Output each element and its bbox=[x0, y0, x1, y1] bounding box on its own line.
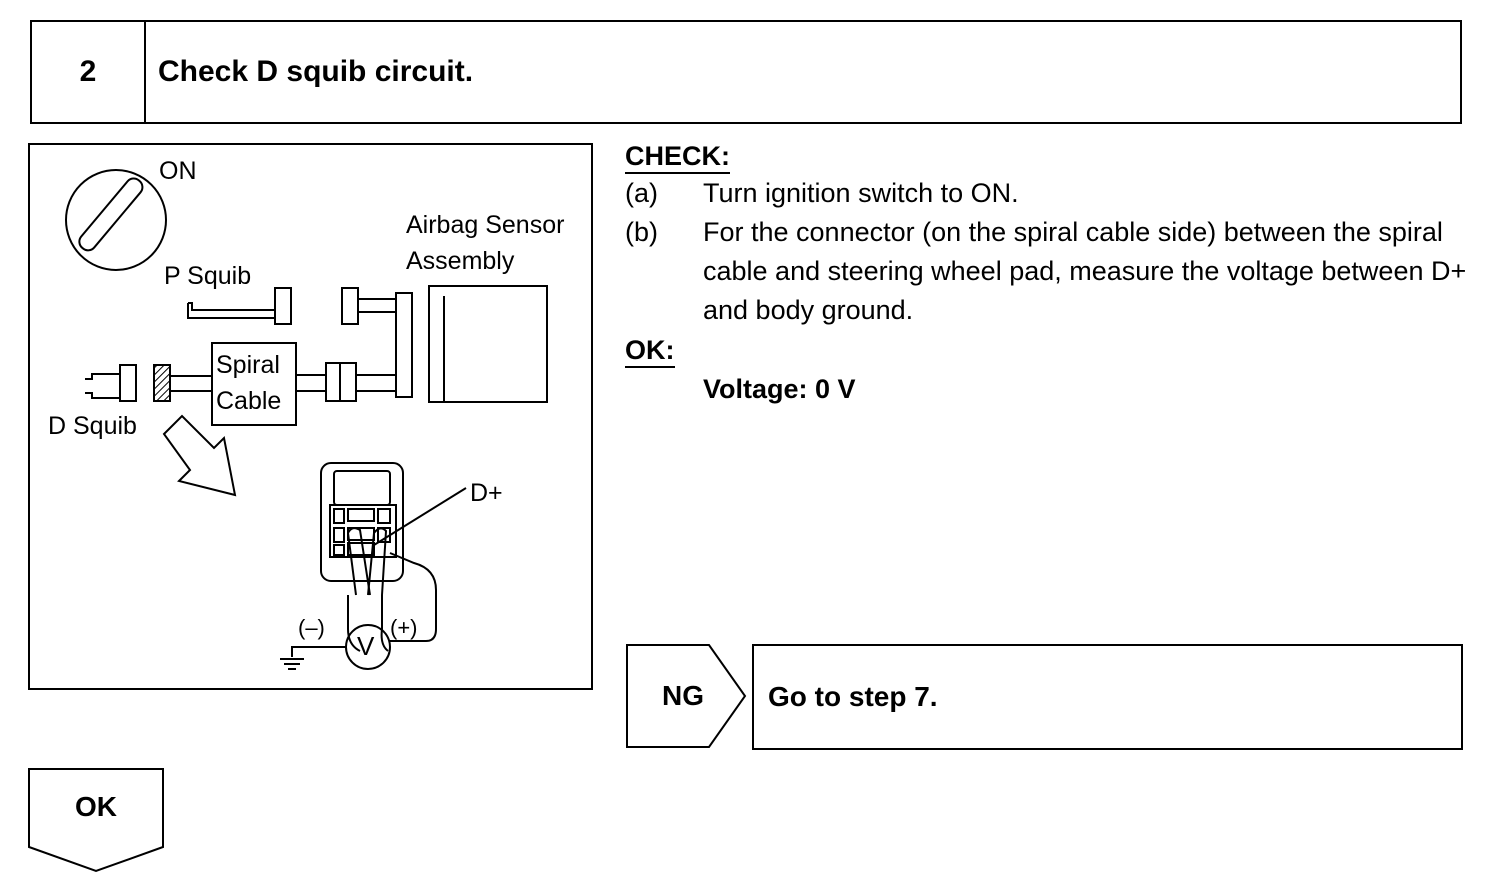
ng-action-text: Go to step 7. bbox=[768, 681, 938, 712]
p-squib-connector-icon bbox=[187, 287, 292, 325]
ok-spec-heading: OK: bbox=[625, 334, 675, 368]
direction-arrow-icon bbox=[162, 414, 237, 497]
p-squib-label: P Squib bbox=[164, 262, 252, 290]
spiral-cable-label-line1: Spiral bbox=[216, 351, 280, 379]
check-item-a: (a) Turn ignition switch to ON. bbox=[625, 174, 1485, 213]
plus-label: (+) bbox=[390, 615, 418, 640]
check-item-letter: (b) bbox=[625, 217, 658, 247]
d-plus-label: D+ bbox=[470, 479, 503, 507]
on-label: ON bbox=[159, 157, 197, 185]
ng-action-box: Go to step 7. bbox=[752, 644, 1463, 750]
ok-result-label: OK bbox=[75, 791, 117, 822]
circuit-drawing bbox=[65, 169, 548, 670]
check-heading: CHECK: bbox=[625, 140, 730, 174]
airbag-sensor-label-line1: Airbag Sensor bbox=[406, 211, 565, 239]
voltmeter-icon bbox=[280, 552, 437, 670]
voltmeter-label: V bbox=[357, 631, 375, 661]
spiral-cable-box-icon bbox=[211, 342, 297, 426]
minus-label: (–) bbox=[298, 615, 325, 640]
step-number: 2 bbox=[32, 22, 146, 122]
ok-spec-value: Voltage: 0 V bbox=[703, 374, 856, 404]
check-section: CHECK: (a) Turn ignition switch to ON. (… bbox=[625, 140, 1485, 409]
spiral-cable-label-line2: Cable bbox=[216, 387, 282, 415]
check-item-b: (b) For the connector (on the spiral cab… bbox=[625, 213, 1485, 330]
ignition-switch-icon bbox=[65, 169, 167, 271]
ok-arrow-shape bbox=[27, 767, 167, 880]
airbag-sensor-assembly-icon bbox=[428, 285, 548, 403]
step-title: Check D squib circuit. bbox=[158, 55, 474, 88]
airbag-sensor-label-line2: Assembly bbox=[406, 247, 515, 275]
step-header: 2 Check D squib circuit. bbox=[30, 20, 1462, 124]
ng-label: NG bbox=[662, 680, 704, 711]
check-item-text: Turn ignition switch to ON. bbox=[703, 178, 1019, 208]
check-item-text: For the connector (on the spiral cable s… bbox=[703, 217, 1467, 325]
circuit-diagram: ON Airbag Sensor Assembly P Squib Spiral… bbox=[28, 143, 593, 690]
check-item-letter: (a) bbox=[625, 178, 658, 208]
connector-closeup-icon bbox=[320, 462, 467, 652]
d-squib-label: D Squib bbox=[48, 412, 137, 440]
sensor-connector-icon bbox=[341, 287, 413, 398]
ng-arrow-shape bbox=[625, 643, 749, 756]
d-squib-connector-icon bbox=[85, 364, 212, 402]
